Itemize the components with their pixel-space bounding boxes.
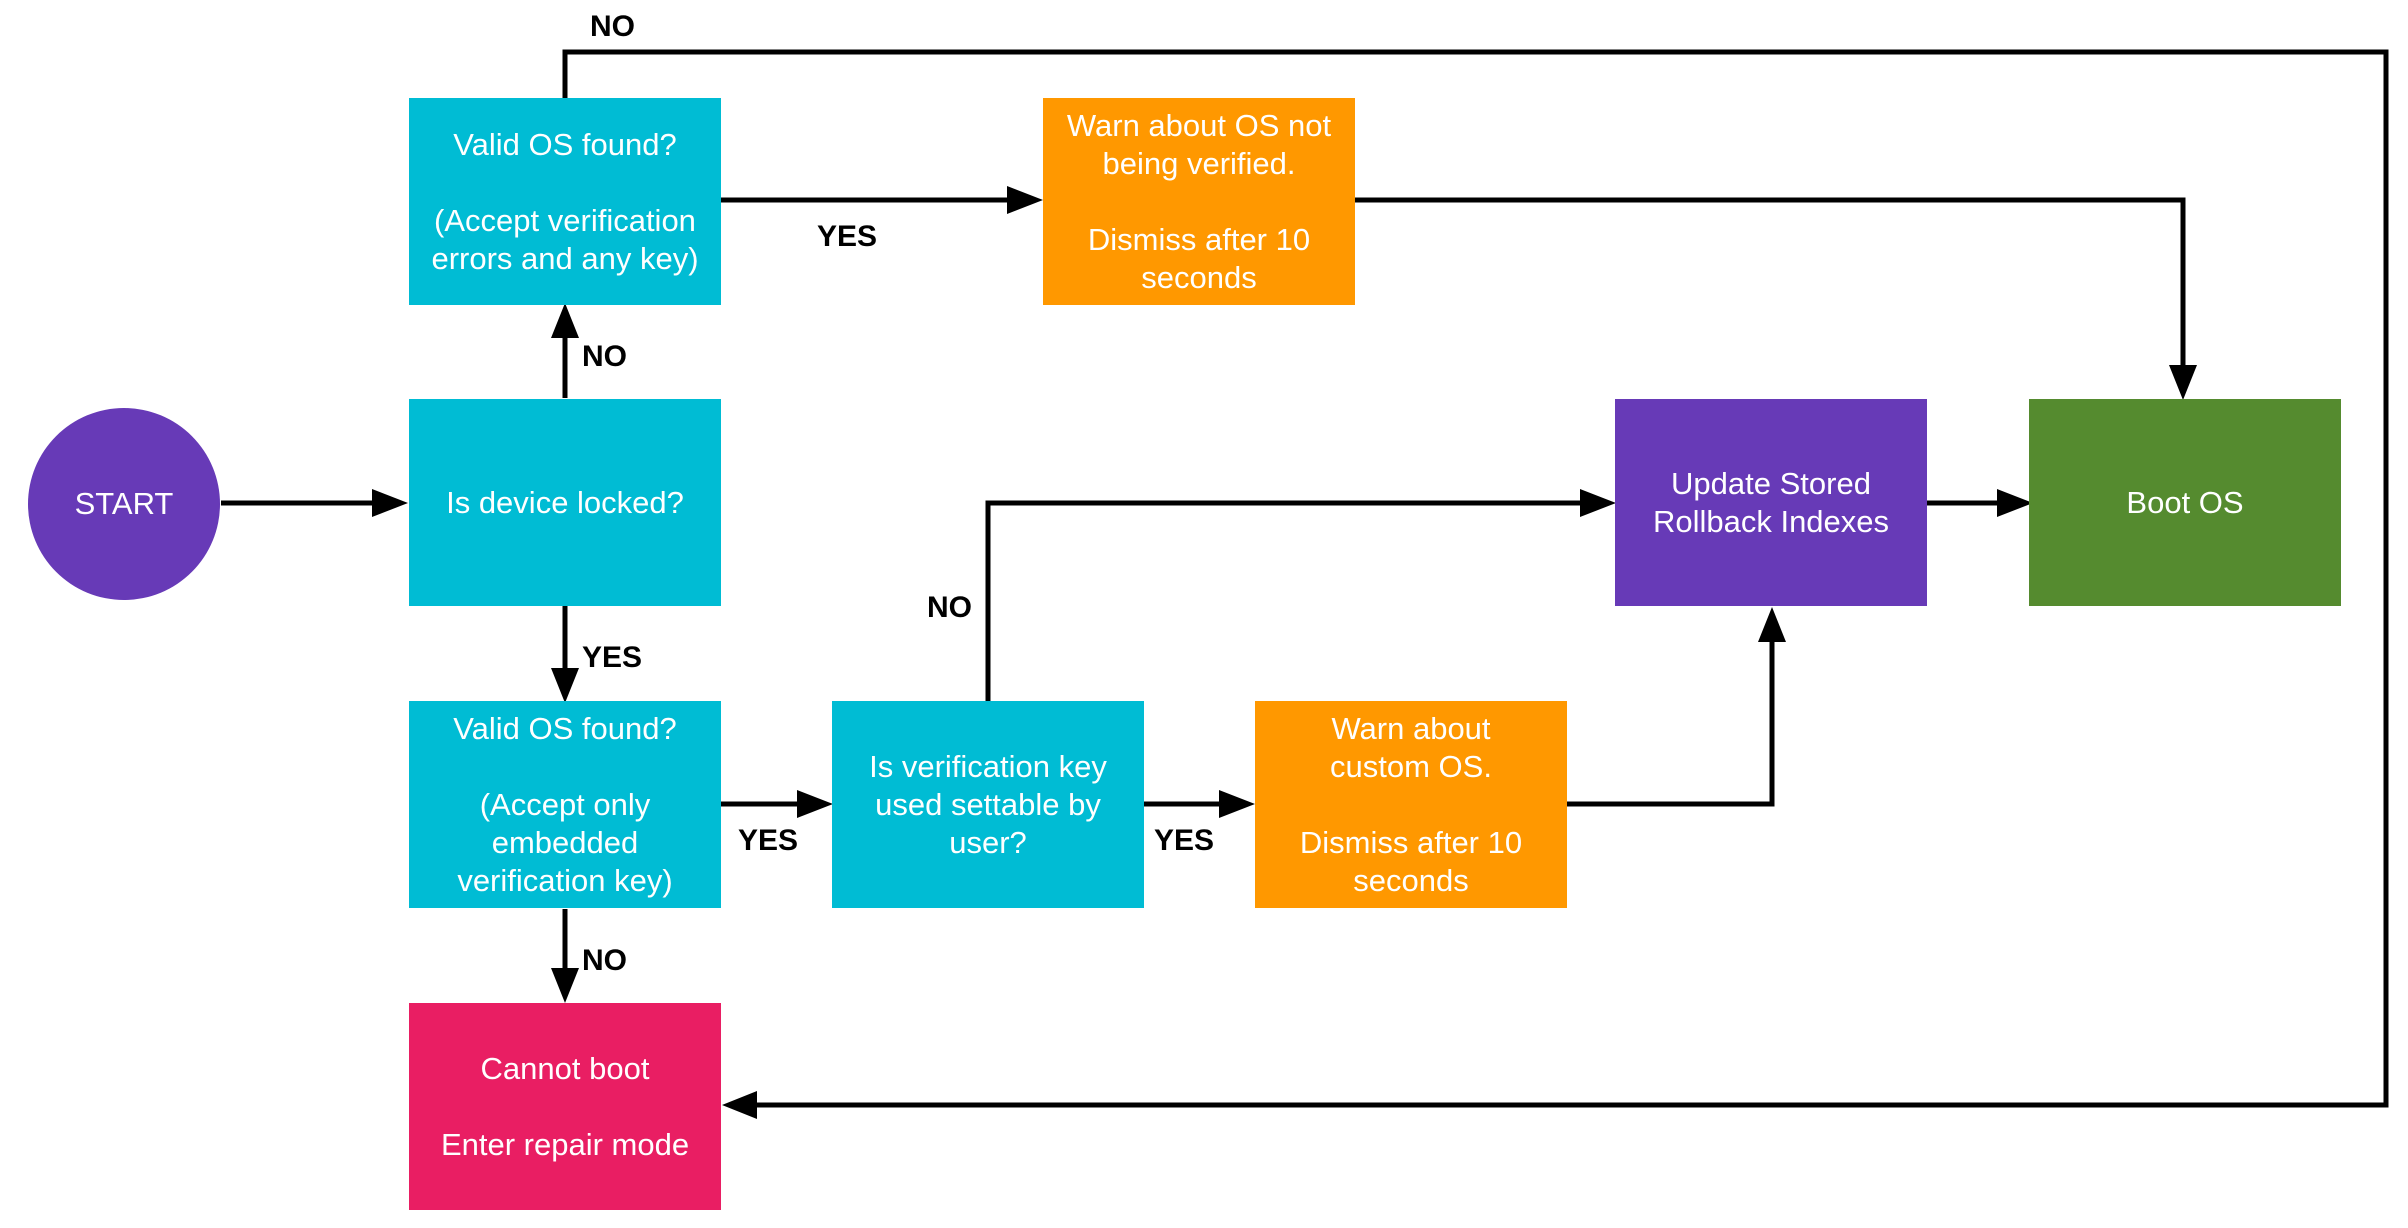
cannot-boot: Cannot boot Enter repair mode (409, 1003, 721, 1210)
edge-label-unlocked-valid-yes: YES (817, 220, 878, 253)
edge-label-unlocked-valid-no: NO (590, 10, 635, 43)
decision-valid-os-locked: Valid OS found? (Accept only embedded ve… (409, 701, 721, 908)
edge-label-locked-yes: YES (582, 641, 643, 674)
edge-label-locked-valid-no: NO (582, 944, 627, 977)
boot-os: Boot OS (2029, 399, 2341, 606)
decision-key-settable-label: Is verification key used settable by use… (869, 748, 1107, 860)
update-rollback-indexes-label: Update Stored Rollback Indexes (1652, 465, 1890, 539)
edge-label-key-settable-no: NO (927, 591, 972, 624)
start-node: START (28, 408, 220, 600)
edge-key-settable-no (985, 500, 1588, 701)
warn-custom-os: Warn about custom OS. Dismiss after 10 s… (1255, 701, 1567, 908)
boot-os-label: Boot OS (2126, 484, 2244, 520)
decision-device-locked-label: Is device locked? (446, 484, 684, 520)
edge-label-locked-valid-yes: YES (738, 824, 799, 857)
edge-warn-unverified-to-boot (1354, 197, 2186, 372)
edge-label-locked-no: NO (582, 340, 627, 373)
edge-unlocked-valid-no (562, 49, 2389, 1108)
decision-valid-os-unlocked: Valid OS found? (Accept verification err… (409, 98, 721, 305)
decision-device-locked: Is device locked? (409, 399, 721, 606)
warn-custom-os-label: Warn about custom OS. Dismiss after 10 s… (1299, 710, 1523, 898)
decision-valid-os-locked-label: Valid OS found? (Accept only embedded ve… (453, 710, 677, 898)
edge-warn-custom-to-update (1567, 635, 1775, 807)
cannot-boot-label: Cannot boot Enter repair mode (440, 1050, 690, 1162)
decision-valid-os-unlocked-label: Valid OS found? (Accept verification err… (431, 126, 699, 276)
edge-label-key-settable-yes: YES (1154, 824, 1215, 857)
warn-os-not-verified: Warn about OS not being verified. Dismis… (1043, 98, 1355, 305)
decision-key-settable: Is verification key used settable by use… (832, 701, 1144, 908)
warn-os-not-verified-label: Warn about OS not being verified. Dismis… (1066, 107, 1332, 295)
start-label: START (74, 486, 174, 521)
update-rollback-indexes: Update Stored Rollback Indexes (1615, 399, 1927, 606)
